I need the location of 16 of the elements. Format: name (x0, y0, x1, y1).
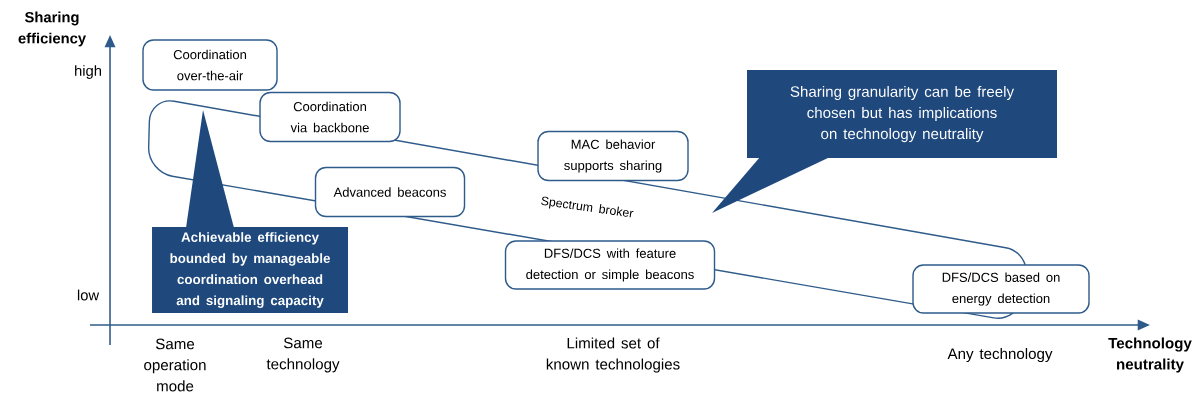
axis-tick-label: Same operation mode (144, 338, 206, 392)
axis-tick-label: low (77, 289, 100, 301)
band-label: Spectrum broker (541, 196, 634, 218)
axis-tick-label: high (75, 65, 101, 79)
process-box: Coordination over-the-air (142, 39, 278, 91)
axis-title: Sharing efficiency (18, 11, 86, 47)
process-box: DFS/DCS based on energy detection (912, 264, 1090, 314)
axis-tick-label: Same technology (266, 337, 340, 373)
process-box: Coordination via backbone (259, 91, 401, 143)
process-box: DFS/DCS with feature detection or simple beacons (504, 240, 716, 290)
process-box: MAC behavior supports sharing (537, 130, 689, 182)
process-box: Advanced beacons (314, 166, 466, 218)
axis-title: Technology neutrality (1108, 337, 1192, 373)
callout-box: Sharing granularity can be freely chosen but has implications on technology neutrality (712, 70, 1057, 213)
axis-tick-label: Any technology (947, 347, 1053, 363)
axis-tick-label: Limited set of known technologies (546, 337, 680, 373)
